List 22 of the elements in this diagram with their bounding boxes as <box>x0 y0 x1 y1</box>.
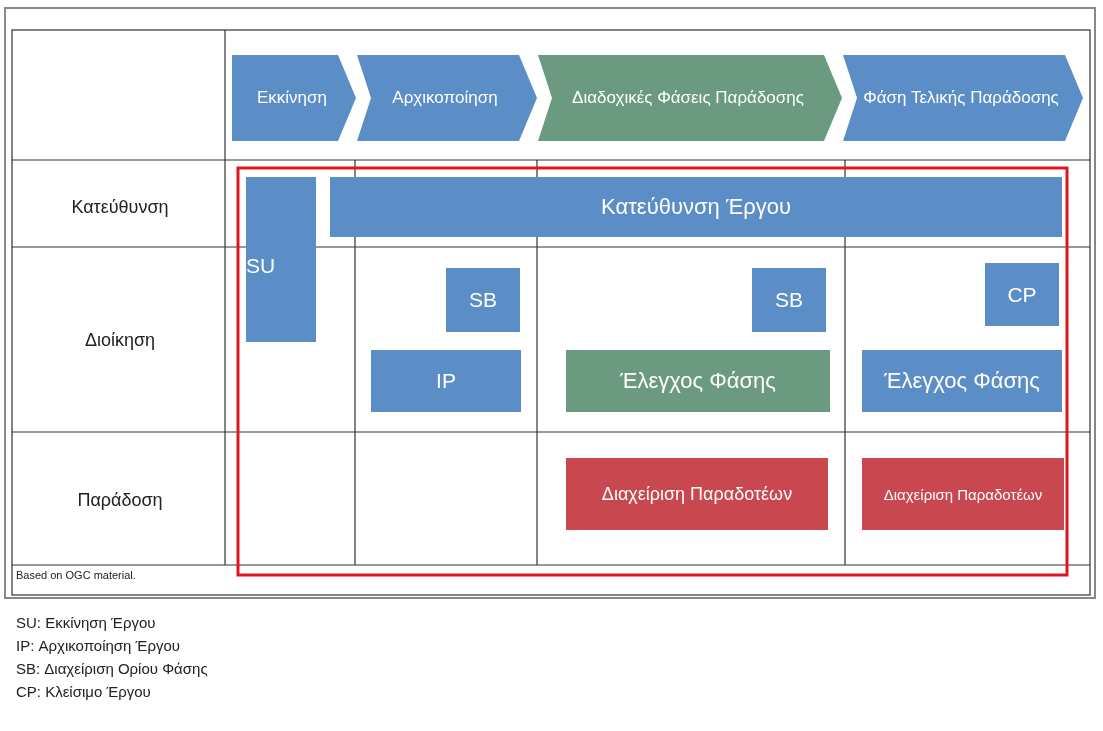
row-header: Κατεύθυνση <box>70 196 170 219</box>
key-entry: IP: Αρχικοποίηση Έργου <box>16 637 181 656</box>
process-box: Έλεγχος Φάσης <box>862 350 1062 412</box>
row-header: Διοίκηση <box>83 329 157 352</box>
process-box: Διαχείριση Παραδοτέων <box>566 458 828 530</box>
phase-banner: Διαδοχικές Φάσεις Παράδοσης <box>538 55 842 141</box>
process-box: SB <box>446 268 520 332</box>
phase-banner: Εκκίνηση <box>232 55 356 141</box>
key-entry: CP: Κλείσιμο Έργου <box>16 683 152 702</box>
process-box: IP <box>371 350 521 412</box>
process-box: Έλεγχος Φάσης <box>566 350 830 412</box>
process-bar: Κατεύθυνση Έργου <box>330 177 1062 237</box>
key-entry: SB: Διαχείριση Ορίου Φάσης <box>16 660 209 679</box>
source-note: Based on OGC material. <box>16 569 137 583</box>
process-box: SB <box>752 268 826 332</box>
phase-banner: Αρχικοποίηση <box>357 55 537 141</box>
process-box: CP <box>985 263 1059 326</box>
process-box: Διαχείριση Παραδοτέων <box>862 458 1064 530</box>
process-bar: SU <box>246 177 316 342</box>
row-header: Παράδοση <box>76 489 164 512</box>
key-entry: SU: Εκκίνηση Έργου <box>16 614 157 633</box>
phase-banner: Φάση Τελικής Παράδοσης <box>843 55 1083 141</box>
